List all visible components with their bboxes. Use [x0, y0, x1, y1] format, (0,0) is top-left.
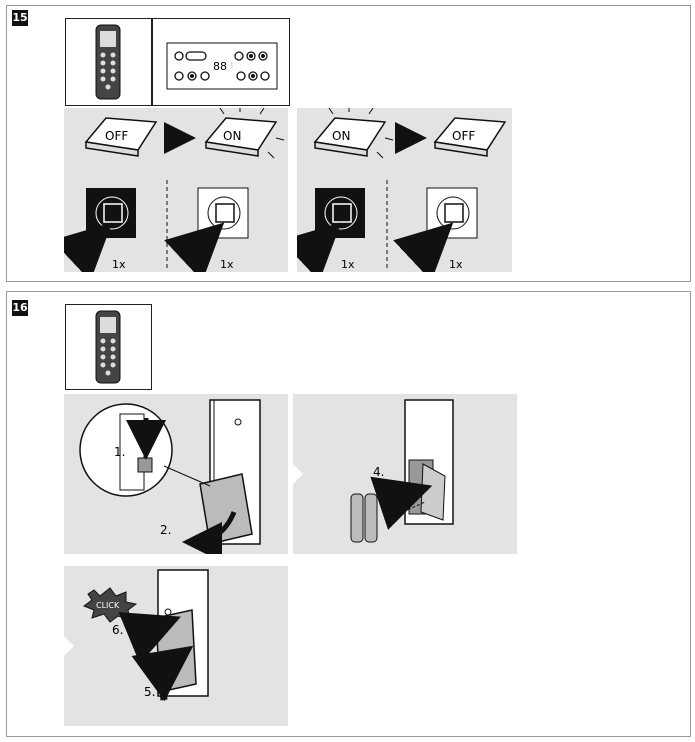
remote-on-icon	[204, 106, 285, 159]
press-arrow-icon	[118, 612, 181, 664]
section-16-badge: 16	[12, 300, 28, 316]
button-on-state-icon	[164, 187, 249, 282]
panel-insert-batteries: 4.	[293, 394, 517, 554]
section-16: 16 1.	[6, 291, 691, 737]
insert-arrow-icon	[370, 476, 433, 530]
rotate-arrow-icon	[182, 511, 237, 562]
remote-control-icon	[95, 310, 121, 384]
remote-thumbnail	[65, 18, 152, 106]
section-15-badge: 15	[12, 10, 28, 26]
panel-off-to-on: OFF ON 1x	[52, 106, 288, 282]
panel-on-to-off: ON OFF 1x 1x	[281, 106, 512, 282]
button-off-state-icon	[52, 188, 136, 282]
close-arrow-icon	[131, 645, 194, 702]
press-count-3: 1x	[341, 258, 355, 271]
step-6-label: 6.	[112, 623, 123, 637]
step-2-label: 2.	[160, 523, 171, 537]
label-off: OFF	[452, 129, 475, 143]
click-label: CLICK	[96, 601, 120, 610]
button-on-state-icon	[393, 187, 478, 282]
display-panel-icon: 88 ⋮	[166, 42, 278, 90]
remote-control-icon	[95, 24, 121, 100]
panel-open-cover: 1. 2.	[64, 394, 288, 562]
press-count-1: 1x	[112, 258, 126, 271]
svg-text:88: 88	[213, 60, 227, 73]
step-1-label: 1.	[114, 445, 125, 459]
button-off-state-icon	[281, 188, 365, 282]
svg-text:⋮: ⋮	[229, 62, 235, 69]
remote-back-icon	[199, 399, 261, 545]
press-count-4: 1x	[449, 258, 463, 271]
step-5-label: 5.	[144, 685, 155, 699]
panel-close-cover: CLICK 6. 5.	[64, 566, 288, 726]
label-on: ON	[223, 129, 241, 143]
remote-on-icon	[313, 106, 394, 159]
label-on: ON	[332, 129, 350, 143]
remote-off-icon	[433, 117, 507, 157]
batteries-icon	[350, 493, 378, 543]
control-panel-thumbnail: 88 ⋮	[152, 18, 290, 106]
section-15: 15	[6, 5, 691, 282]
remote-thumbnail	[65, 304, 152, 390]
remote-back-icon	[404, 399, 454, 525]
step-4-label: 4.	[373, 465, 384, 479]
remote-off-icon	[84, 117, 158, 157]
label-off: OFF	[105, 129, 128, 143]
press-count-2: 1x	[220, 258, 234, 271]
